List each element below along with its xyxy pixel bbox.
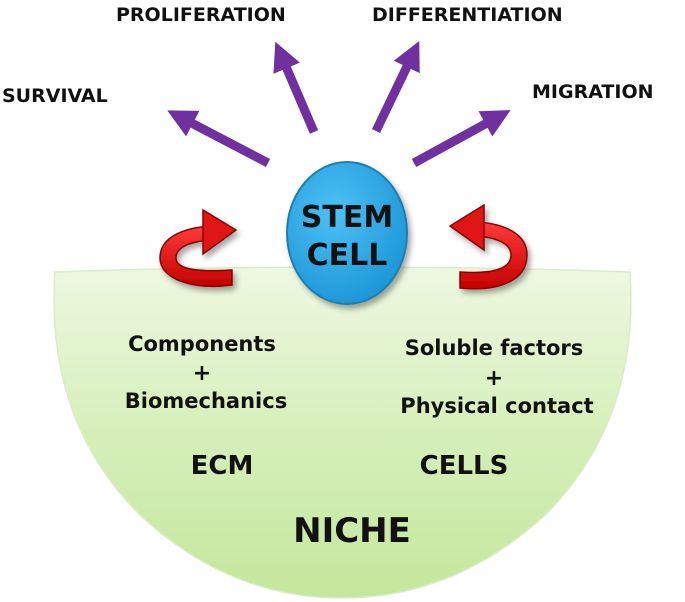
right-curved-arrow bbox=[448, 203, 528, 290]
proliferation-label: PROLIFERATION bbox=[116, 4, 286, 26]
niche-label: NICHE bbox=[293, 511, 411, 551]
ecm-components-text: Components bbox=[128, 332, 276, 356]
proliferation-arrow bbox=[273, 41, 319, 134]
ecm-label: ECM bbox=[191, 451, 254, 481]
survival-label: SURVIVAL bbox=[2, 85, 108, 107]
stem-cell-line2: CELL bbox=[307, 238, 388, 273]
migration-arrow bbox=[411, 110, 511, 167]
differentiation-label: DIFFERENTIATION bbox=[372, 4, 563, 26]
left-curved-arrow bbox=[159, 208, 238, 287]
cells-soluble-factors-text: Soluble factors bbox=[405, 336, 584, 360]
cells-plus: + bbox=[485, 366, 503, 391]
stem-cell-line1: STEM bbox=[301, 200, 393, 235]
niche-area bbox=[53, 266, 632, 599]
cells-label: CELLS bbox=[420, 451, 509, 481]
outcome-arrows bbox=[167, 41, 511, 167]
ecm-plus: + bbox=[193, 361, 211, 386]
survival-arrow bbox=[167, 110, 271, 167]
ecm-biomechanics-text: Biomechanics bbox=[125, 389, 287, 413]
differentiation-arrow bbox=[371, 41, 420, 133]
stem-cell bbox=[286, 161, 408, 305]
cells-physical-contact-text: Physical contact bbox=[400, 394, 593, 418]
migration-label: MIGRATION bbox=[532, 81, 654, 103]
